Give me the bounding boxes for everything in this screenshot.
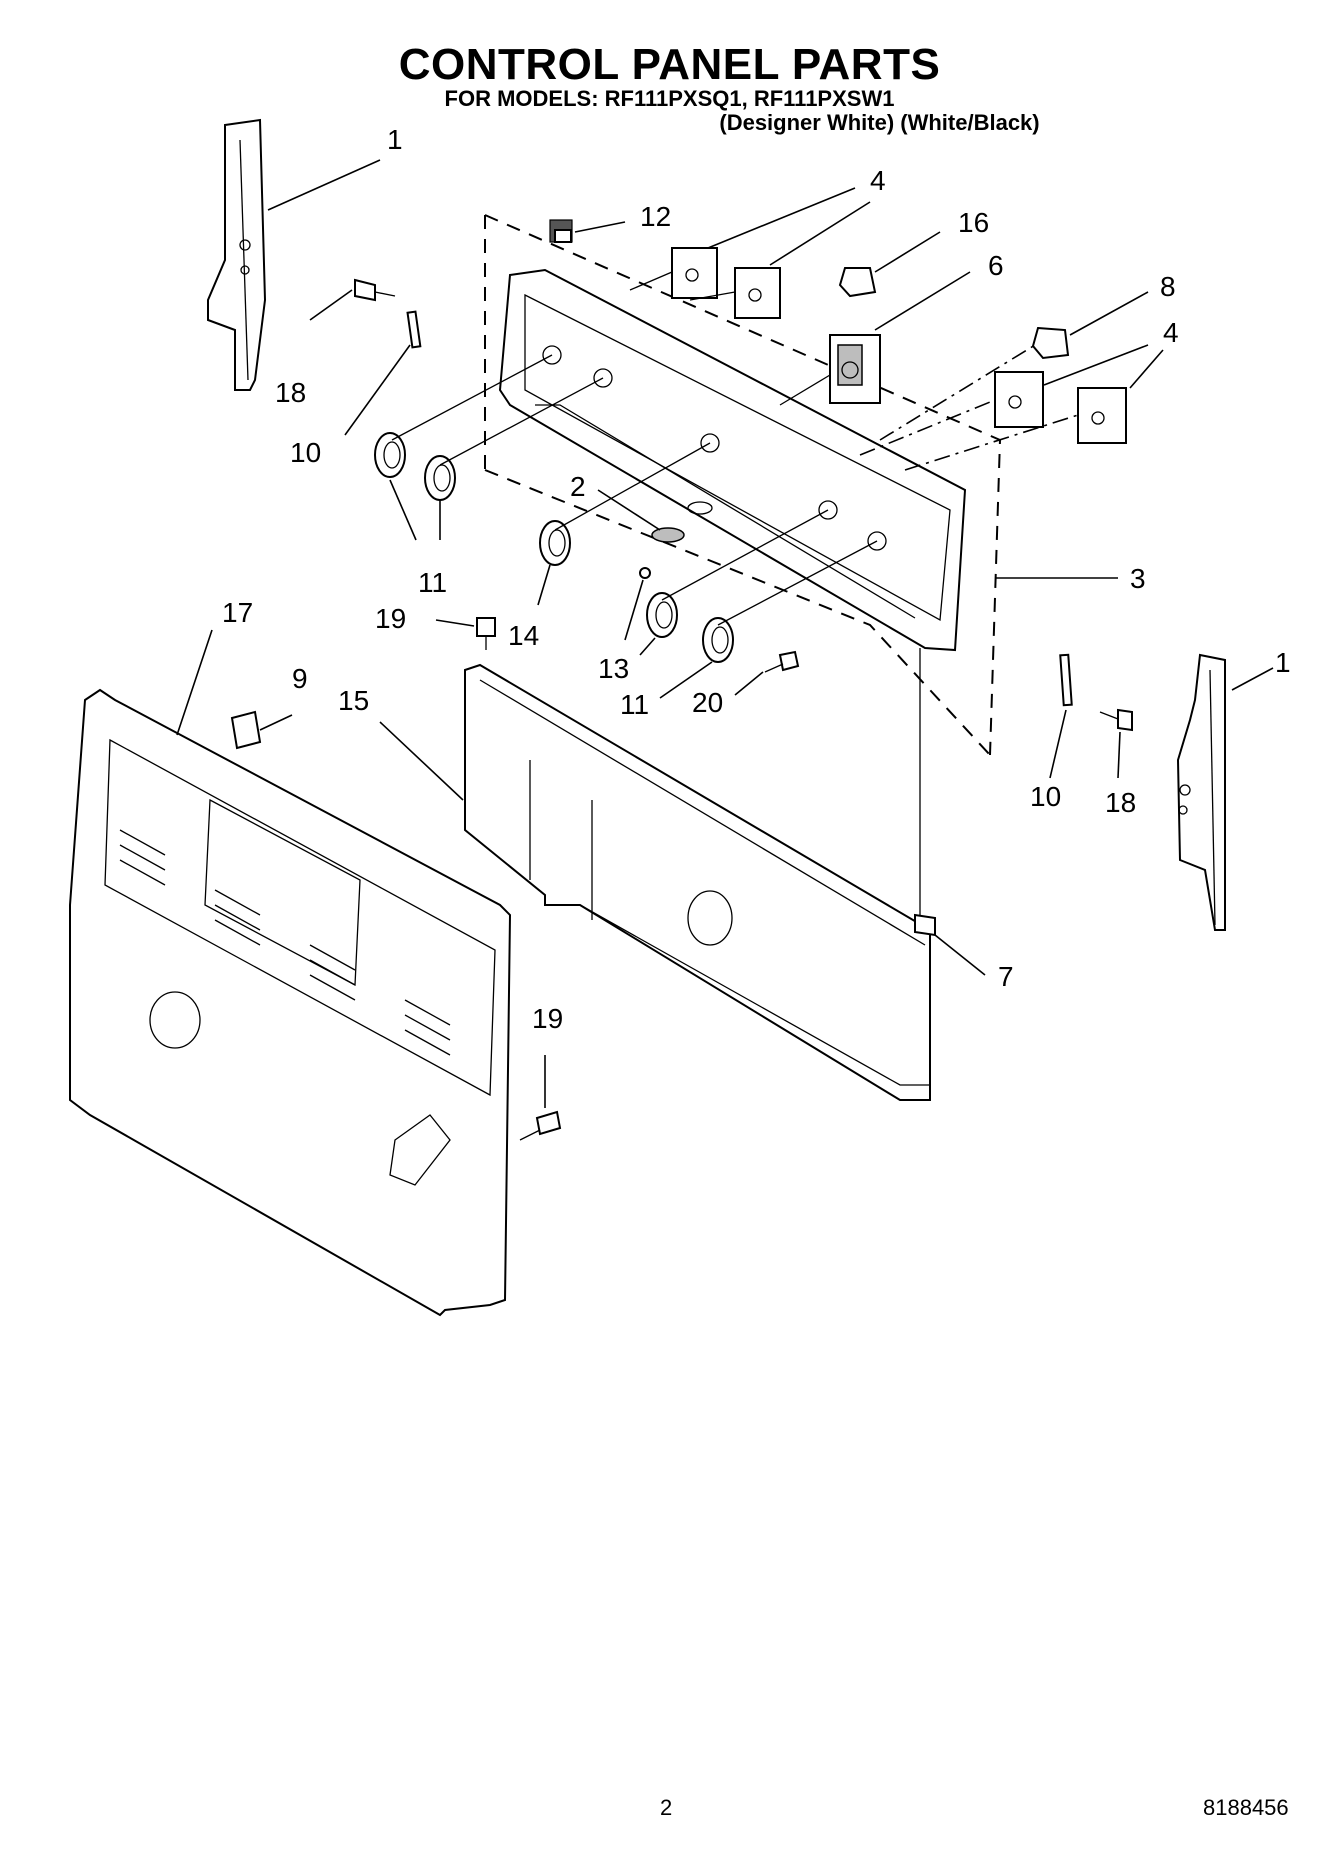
- callout-10-right: 10: [1030, 781, 1061, 812]
- part-19-screw-lower: [519, 1110, 562, 1141]
- page-title: CONTROL PANEL PARTS: [398, 40, 941, 89]
- part-11-knob-upper-left: [374, 432, 406, 478]
- callout-17: 17: [222, 597, 253, 628]
- callout-1-right: 1: [1275, 647, 1291, 678]
- part-2-badge: [651, 527, 685, 543]
- callout-7: 7: [998, 961, 1014, 992]
- callout-13: 13: [598, 653, 629, 684]
- callout-20: 20: [692, 687, 723, 718]
- callout-18-left: 18: [275, 377, 306, 408]
- callout-4-upper: 4: [870, 165, 886, 196]
- part-3-control-panel: [498, 268, 967, 652]
- part-10-clip-left: [406, 310, 422, 349]
- callout-9: 9: [292, 663, 308, 694]
- part-15-lower-panel: [464, 663, 931, 1101]
- callout-12: 12: [640, 201, 671, 232]
- part-19-screw-upper: [476, 617, 496, 650]
- part-20-screw: [764, 650, 800, 673]
- part-9-clip: [230, 710, 262, 750]
- callout-15: 15: [338, 685, 369, 716]
- part-10-clip-right: [1059, 653, 1073, 707]
- callout-4-right: 4: [1163, 317, 1179, 348]
- callout-6: 6: [988, 250, 1004, 281]
- callout-11-center: 11: [620, 689, 649, 720]
- part-11-knob-upper-right: [424, 455, 456, 501]
- callout-1-left: 1: [387, 124, 403, 155]
- part-17-back-panel: [69, 688, 512, 1317]
- part-1-right-endcap: [1176, 653, 1226, 931]
- callout-19-upper: 19: [375, 603, 406, 634]
- callout-11-left: 11: [418, 567, 447, 598]
- callout-14: 14: [508, 620, 539, 651]
- callout-16: 16: [958, 207, 989, 238]
- part-4-switch-2: [734, 267, 781, 319]
- part-1-left-endcap: [207, 118, 267, 391]
- callout-2: 2: [570, 471, 586, 502]
- models-subtitle: FOR MODELS: RF111PXSQ1, RF111PXSW1: [444, 86, 895, 111]
- vent-slots: [119, 829, 451, 1056]
- part-13-screw: [639, 567, 651, 579]
- part-11-knob-lower-right: [702, 617, 734, 663]
- part-18-screw-right: [1099, 708, 1133, 732]
- callout-8: 8: [1160, 271, 1176, 302]
- assembly-lines: [391, 271, 1079, 920]
- part-14-knob-center: [539, 520, 571, 566]
- part-12-rocker-switch: [549, 219, 573, 243]
- callout-labels: 1 1 2 3 4 4 6 7 8 9 10 10 11 11 12 13 14…: [222, 124, 1291, 1034]
- callout-3: 3: [1130, 563, 1146, 594]
- part-4-switch-3: [994, 371, 1044, 428]
- part-4-switch-4: [1077, 387, 1127, 444]
- callout-19-lower: 19: [532, 1003, 563, 1034]
- part-4-switch-1: [671, 247, 718, 299]
- page-number: 2: [660, 1795, 673, 1820]
- leader-lines: [176, 159, 1274, 1108]
- part-8-indicator-light: [1031, 326, 1070, 360]
- part-11-knob-lower-left: [646, 592, 678, 638]
- callout-10-left: 10: [290, 437, 321, 468]
- callout-18-right: 18: [1105, 787, 1136, 818]
- part-7-strip: [914, 913, 936, 937]
- part-16-indicator-light: [838, 267, 877, 298]
- part-6-clock: [829, 334, 881, 404]
- colors-subtitle: (Designer White) (White/Black): [719, 110, 1040, 135]
- document-number: 8188456: [1203, 1795, 1289, 1820]
- part-18-screw-left: [354, 278, 396, 302]
